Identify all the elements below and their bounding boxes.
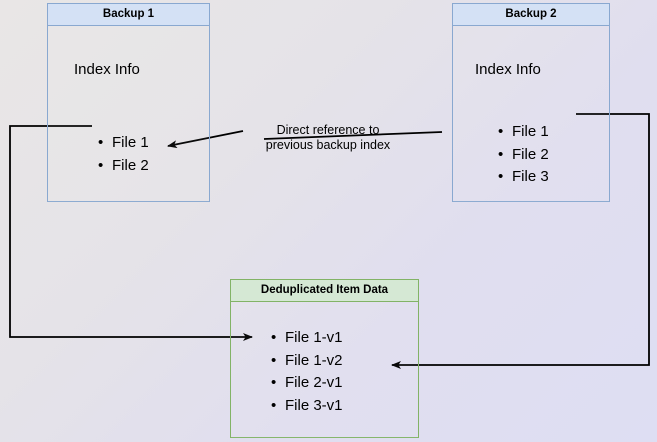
list-item: File 1 [498,121,549,144]
backup-2-index-info-label: Index Info [475,61,541,78]
node-backup-2-body: Index Info File 1 File 2 File 3 [453,26,609,202]
backup-1-file-list: File 1 File 2 [98,132,149,177]
node-backup-1-title: Backup 1 [48,4,209,26]
list-item: File 2-v1 [271,372,343,395]
list-item: File 1-v2 [271,350,343,373]
node-dedup-body: File 1-v1 File 1-v2 File 2-v1 File 3-v1 [231,302,418,438]
node-dedup-title: Deduplicated Item Data [231,280,418,302]
node-backup-1-body: Index Info File 1 File 2 [48,26,209,202]
list-item: File 3 [498,166,549,189]
node-deduplicated-item-data[interactable]: Deduplicated Item Data File 1-v1 File 1-… [230,279,419,438]
node-backup-2-title: Backup 2 [453,4,609,26]
list-item: File 2 [98,155,149,178]
backup-2-file-list: File 1 File 2 File 3 [498,121,549,189]
backup-1-index-info-label: Index Info [74,61,140,78]
node-backup-1[interactable]: Backup 1 Index Info File 1 File 2 [47,3,210,202]
dedup-file-list: File 1-v1 File 1-v2 File 2-v1 File 3-v1 [271,327,343,417]
list-item: File 2 [498,144,549,167]
edge-label-line-2: previous backup index [265,138,391,152]
list-item: File 1 [98,132,149,155]
edge-label-line-1: Direct reference to [276,123,380,137]
list-item: File 3-v1 [271,395,343,418]
list-item: File 1-v1 [271,327,343,350]
edge-label-direct-reference: Direct reference to previous backup inde… [248,123,408,153]
node-backup-2[interactable]: Backup 2 Index Info File 1 File 2 File 3 [452,3,610,202]
